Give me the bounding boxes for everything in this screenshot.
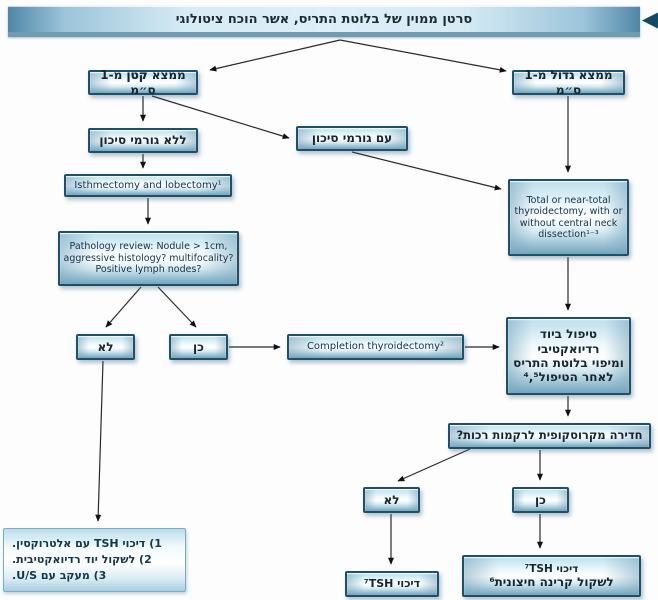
node-label: עם גורמי סיכון — [311, 131, 393, 146]
node-no-upper: לא — [76, 334, 135, 360]
node-total-thyroidectomy: Total or near-total thyroidectomy, with … — [508, 179, 629, 256]
node-label: Total or near-total thyroidectomy, with … — [514, 194, 623, 240]
node-yes-upper: כן — [169, 334, 228, 360]
page-title: סרטן ממוין של בלוטת התריס, אשר הוכח ציטו… — [175, 11, 473, 27]
node-tsh-external-radiation: דיכוי ⁷TSH לשקול קרינה חיצונית⁶ — [462, 555, 641, 597]
followup-line-3: 3) מעקב עם U/S. — [12, 568, 107, 582]
node-yes-lower: כן — [512, 487, 569, 513]
node-label: לא — [97, 339, 114, 354]
node-label: דיכוי ⁷TSH — [363, 577, 421, 591]
node-soft-tissue-invasion-question: חדירה מקרוסקופית לרקמות רכות? — [448, 423, 651, 449]
followup-line-2: 2) לשקול יוד רדיואקטיבית. — [12, 553, 152, 567]
node-pathology-review: Pathology review: Nodule > 1cm, aggressi… — [58, 231, 239, 286]
node-label: Completion thyroidectomy² — [306, 341, 445, 352]
node-label: Isthmectomy and lobectomy¹ — [74, 179, 222, 191]
node-completion-thyroidectomy: Completion thyroidectomy² — [287, 334, 464, 360]
node-no-lower: לא — [363, 487, 420, 513]
node-label: חדירה מקרוסקופית לרקמות רכות? — [456, 428, 643, 443]
node-followup-notes: 1) דיכוי TSH עם אלטרוקסין. 2) לשקול יוד … — [3, 528, 186, 592]
node-radioiodine-treatment: טיפול ביוד רדיואקטיבי ומיפוי בלוטת התריס… — [506, 317, 631, 395]
node-label: ממצא גדול מ-1 ס״מ — [524, 68, 613, 97]
node-label: ללא גורמי סיכון — [99, 133, 187, 148]
node-label: כן — [193, 339, 204, 354]
node-no-risk-factors: ללא גורמי סיכון — [88, 128, 198, 153]
node-tsh-suppression: דיכוי ⁷TSH — [345, 571, 439, 597]
node-with-risk-factors: עם גורמי סיכון — [296, 126, 408, 151]
node-label: Pathology review: Nodule > 1cm, aggressi… — [63, 241, 234, 276]
node-label: לא — [383, 492, 400, 507]
node-finding-smaller-1cm: ממצא קטן מ-1 ס״מ — [88, 68, 198, 97]
node-label: טיפול ביוד רדיואקטיבי ומיפוי בלוטת התריס… — [513, 327, 624, 385]
node-finding-larger-1cm: ממצא גדול מ-1 ס״מ — [512, 68, 625, 97]
node-label: כן — [535, 492, 546, 507]
node-label: ממצא קטן מ-1 ס״מ — [100, 68, 186, 97]
flowchart-title-bar: סרטן ממוין של בלוטת התריס, אשר הוכח ציטו… — [8, 6, 640, 37]
node-label-line1: דיכוי ⁷TSH — [524, 562, 579, 575]
back-icon[interactable]: ◀ — [641, 7, 658, 31]
followup-line-1: 1) דיכוי TSH עם אלטרוקסין. — [12, 537, 162, 551]
node-label-line2: לשקול קרינה חיצונית⁶ — [489, 575, 614, 590]
node-isthmectomy-lobectomy: Isthmectomy and lobectomy¹ — [64, 174, 232, 197]
